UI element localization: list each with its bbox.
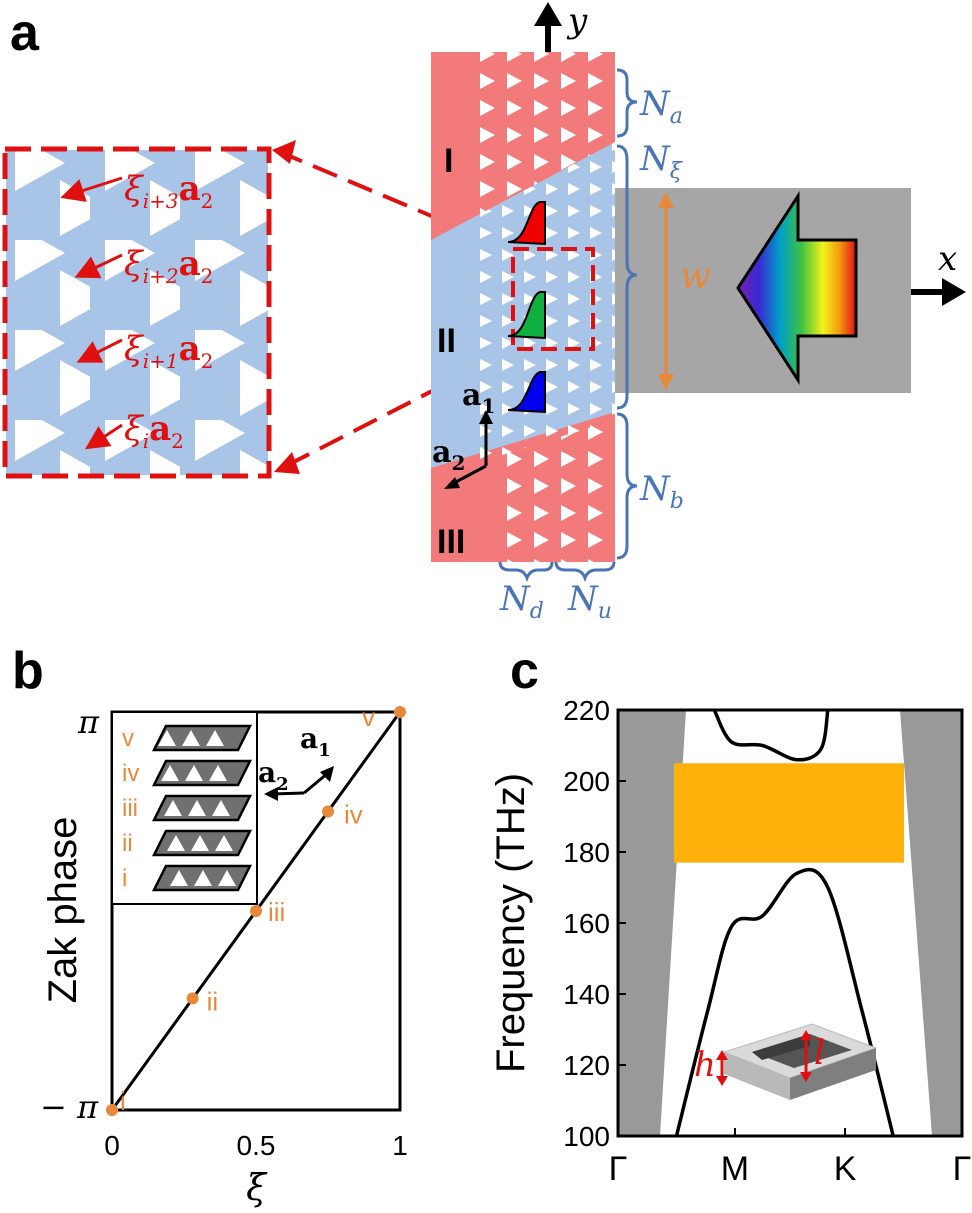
zak-xlabel: ξ <box>246 1168 268 1209</box>
zak-point-label-iv: iv <box>344 800 363 830</box>
width-indicator: w <box>658 192 711 390</box>
x-axis-arrow: x <box>911 239 966 306</box>
band-xtick-0: Γ <box>609 1150 628 1188</box>
band-xtick-3: Γ <box>953 1150 972 1188</box>
inset-label-v: v <box>122 725 134 752</box>
light-cone-right <box>900 710 962 1136</box>
inset-l-label: l <box>814 1033 825 1073</box>
inset-h-label: h <box>694 1045 716 1085</box>
zak-xtick-1: 1 <box>392 1130 408 1161</box>
zak-point-label-v: v <box>362 702 375 732</box>
zoom-label-i1: ξi+1a2 <box>76 329 213 373</box>
mode-profile-red <box>507 201 546 246</box>
band-curve-1 <box>674 867 895 1136</box>
band-ytick-200: 200 <box>563 766 610 797</box>
svg-text:Nξ: Nξ <box>639 139 684 184</box>
band-ytick-220: 220 <box>563 695 610 726</box>
light-cone-left <box>618 710 686 1136</box>
inset-cell-iii: iii <box>122 794 253 822</box>
y-axis-arrow: y <box>534 1 588 52</box>
zak-point-iii <box>250 905 262 917</box>
panel-label-a: a <box>10 4 40 62</box>
svg-text:Na: Na <box>639 84 683 129</box>
zoom-labels: ξi+3a2 ξi+2a2 ξi+1a2 ξia2 <box>60 169 213 453</box>
zak-point-label-iii: iii <box>268 897 285 927</box>
panel-label-c: c <box>510 642 539 700</box>
svg-text:ξia2: ξia2 <box>124 409 184 453</box>
zoom-label-i: ξia2 <box>84 409 184 453</box>
zak-ytick-top: π <box>77 703 100 741</box>
zak-ylabel: Zak phase <box>41 817 85 1004</box>
zak-xtick-05: 0.5 <box>237 1130 276 1161</box>
svg-text:ξi+3a2: ξi+3a2 <box>124 169 213 213</box>
band-ytick-180: 180 <box>563 837 610 868</box>
svg-text:ξi+2a2: ξi+2a2 <box>124 244 213 288</box>
zoom-box <box>2 146 272 479</box>
zak-point-label-ii: ii <box>207 986 219 1016</box>
inset-cell-iv: iv <box>122 759 253 787</box>
region-I-label: I <box>444 142 453 180</box>
band-structure-plot: 100 120 140 160 180 200 220 Γ M K Γ Frequency (TH… <box>489 695 971 1188</box>
band-curve-2 <box>712 710 830 762</box>
brace-Nu: Nu <box>554 561 616 624</box>
inset-label-iv: iv <box>122 760 139 787</box>
svg-text:Nb: Nb <box>639 469 684 514</box>
mode-profile-blue <box>507 371 546 414</box>
band-xtick-2: K <box>834 1150 857 1188</box>
x-axis-label: x <box>938 239 957 279</box>
width-label: w <box>680 256 711 297</box>
svg-text:Nd: Nd <box>499 579 544 624</box>
panel-label-b: b <box>12 642 44 700</box>
inset-label-iii: iii <box>122 795 138 822</box>
band-ylabel: Frequency (THz) <box>489 773 533 1073</box>
band-ytick-140: 140 <box>563 979 610 1010</box>
zak-point-i <box>106 1104 118 1116</box>
inset-label-i: i <box>122 865 127 892</box>
inset-label-ii: ii <box>122 830 133 857</box>
band-ytick-100: 100 <box>563 1121 610 1152</box>
zak-point-iv <box>322 805 334 818</box>
inset-a2-label: a2 <box>258 756 289 795</box>
zak-ytick-bottom: − π <box>40 1088 99 1126</box>
lattice-structure <box>431 52 615 562</box>
brace-Nb: Nb <box>616 412 684 560</box>
a2-label: a2 <box>432 435 465 475</box>
svg-text:Nu: Nu <box>567 579 612 624</box>
a1-label: a1 <box>462 378 495 418</box>
lattice-vectors: a1 a2 <box>432 378 495 489</box>
brace-Nd: Nd <box>498 561 554 624</box>
mode-profile-green <box>507 291 546 340</box>
zoom-label-i3: ξi+3a2 <box>60 169 213 213</box>
brace-Na: Na <box>616 68 683 138</box>
band-xtick-1: M <box>721 1150 749 1188</box>
band-ytick-160: 160 <box>563 908 610 939</box>
brace-Nxi: Nξ <box>616 139 684 410</box>
zoom-label-i2: ξi+2a2 <box>74 244 213 288</box>
zak-xtick-0: 0 <box>104 1130 120 1161</box>
band-ytick-120: 120 <box>563 1050 610 1081</box>
rainbow-incident-arrow <box>736 190 858 386</box>
region-II-label: II <box>437 322 456 360</box>
zoom-source-box <box>511 247 595 351</box>
inset-cell-ii: ii <box>122 829 253 857</box>
svg-text:ξi+1a2: ξi+1a2 <box>124 329 213 373</box>
inset-cell-v: v <box>122 724 253 752</box>
inset-lattice-vectors: a1 a2 <box>258 722 334 801</box>
zak-point-label-i: i <box>120 1086 126 1116</box>
y-axis-label: y <box>566 1 588 41</box>
region-III-label: III <box>437 523 465 561</box>
zak-point-v <box>394 706 406 718</box>
unit-cell-inset: h l <box>694 1023 878 1100</box>
inset-cell-i: i <box>122 864 253 892</box>
inset-a1-label: a1 <box>300 722 331 761</box>
band-gap <box>674 763 904 863</box>
zak-point-ii <box>186 992 199 1005</box>
